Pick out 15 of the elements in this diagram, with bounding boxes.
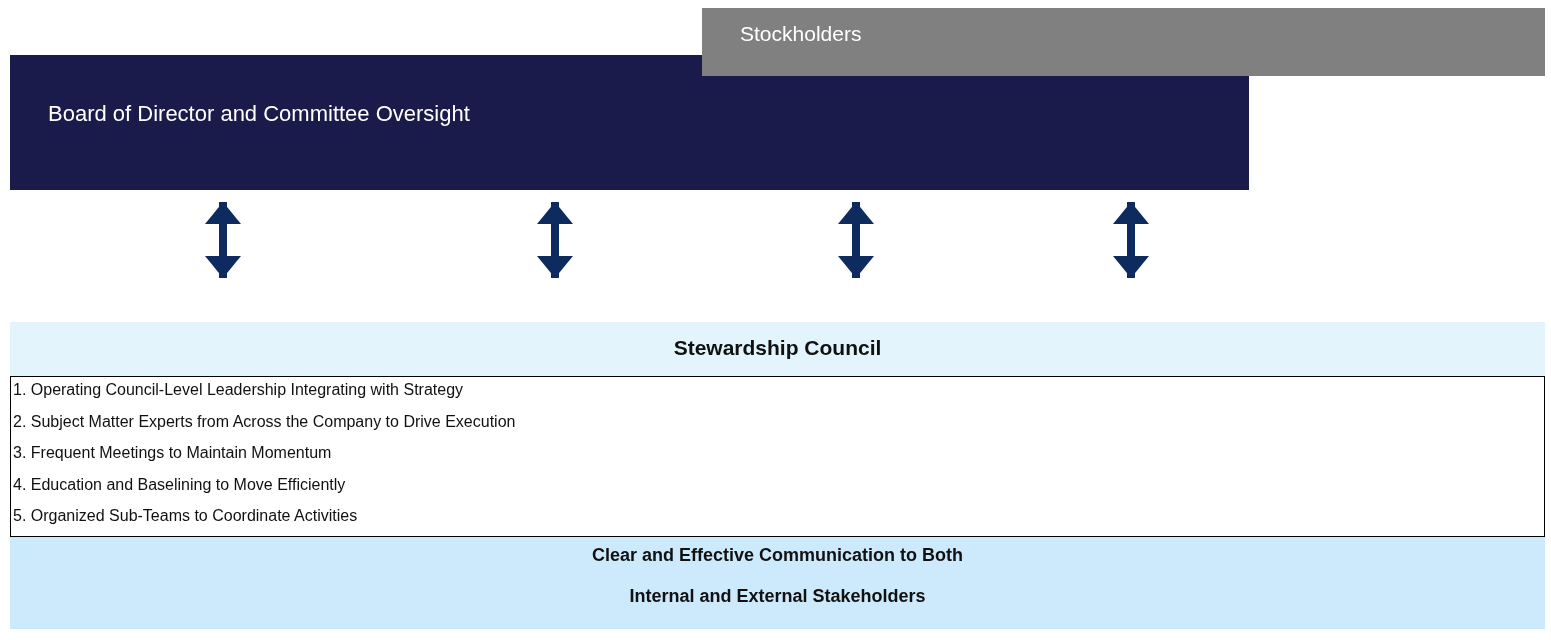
list-item: 2. Subject Matter Experts from Across the Company to Drive Execution [13, 412, 516, 431]
list-panel [10, 376, 1545, 537]
list-item: 4. Education and Baselining to Move Efficiently [13, 475, 346, 494]
band-title: Board of Director and Committee Oversight [48, 101, 470, 127]
header-band [702, 8, 1545, 76]
section-band [10, 322, 1545, 376]
footer-text: Clear and Effective Communication to Both [590, 545, 964, 566]
list-item: 3. Frequent Meetings to Maintain Momentum [13, 444, 332, 462]
section-title: Stewardship Council [672, 336, 883, 360]
footer-text: Internal and External Stakeholders [628, 586, 927, 607]
band-title: Stockholders [740, 22, 862, 46]
footer-band [10, 537, 1545, 629]
list-item: 1. Operating Council-Level Leadership Integrating with Strategy [13, 381, 464, 399]
list-item: 5. Organized Sub-Teams to Coordinate Activities [13, 507, 358, 525]
header-band [10, 55, 1249, 190]
